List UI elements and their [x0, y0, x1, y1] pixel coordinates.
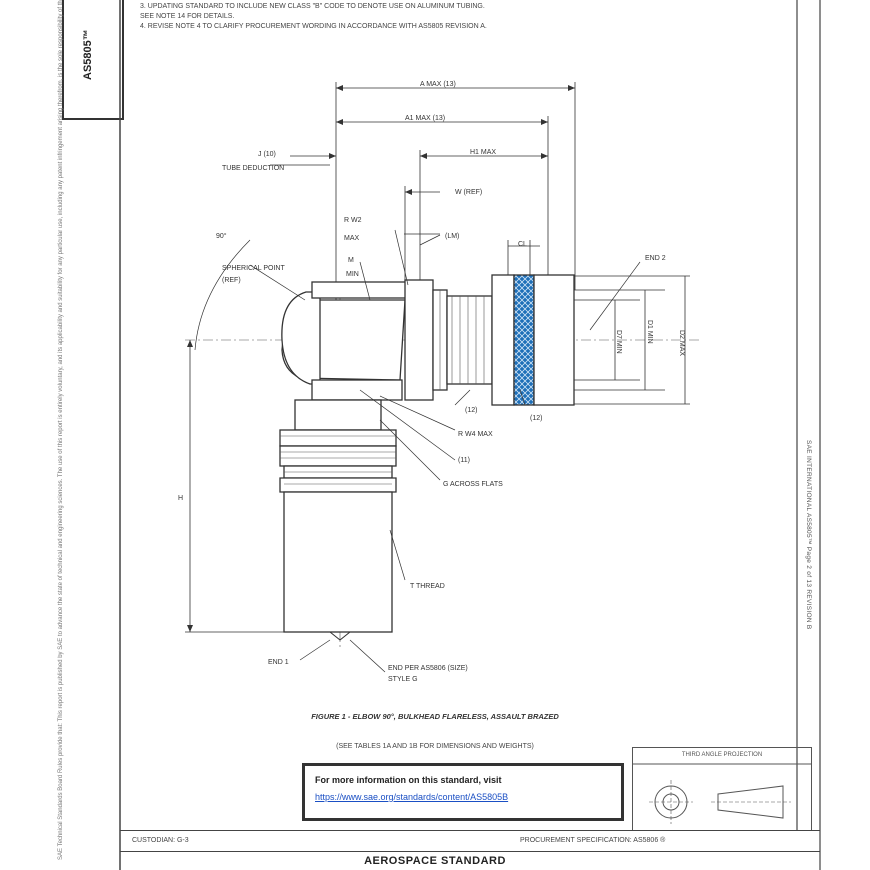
label-ref: (REF): [222, 277, 241, 284]
custodian-label: CUSTODIAN: G-3: [132, 837, 189, 844]
label-spherical-point: SPHERICAL POINT: [222, 265, 285, 272]
dim-h: H: [178, 495, 183, 502]
projection-title: THIRD ANGLE PROJECTION: [681, 752, 763, 758]
label-end-2: END 2: [645, 255, 666, 262]
dim-m: M: [348, 257, 354, 264]
label-end-per: END PER AS5806 (SIZE): [388, 665, 468, 672]
label-tube-deduction: TUBE DEDUCTION: [222, 165, 284, 172]
dim-max: MAX: [344, 235, 360, 242]
third-angle-projection-box: THIRD ANGLE PROJECTION: [632, 747, 812, 831]
dim-d1-min: D1 MIN: [646, 320, 653, 344]
table-reference: (SEE TABLES 1A AND 1B FOR DIMENSIONS AND…: [336, 743, 534, 750]
title-block-bar: CUSTODIAN: G-3 PROCUREMENT SPECIFICATION…: [120, 830, 820, 852]
aerospace-standard-title: AEROSPACE STANDARD: [364, 855, 506, 867]
label-t-thread: T THREAD: [410, 583, 445, 590]
info-box: For more information on this standard, v…: [302, 763, 624, 821]
projection-symbol-icon: [633, 763, 811, 824]
procurement-spec-label: PROCUREMENT SPECIFICATION: AS5806 ®: [520, 837, 666, 844]
label-twelve-a: (12): [465, 407, 477, 414]
dim-a-max: A MAX (13): [420, 81, 456, 88]
dim-d2-max: D2 MAX: [678, 330, 685, 356]
revision-notes: 3. UPDATING STANDARD TO INCLUDE NEW CLAS…: [140, 2, 487, 32]
standard-number-box: [62, 0, 124, 120]
dim-w-ref: W (REF): [455, 189, 482, 196]
dim-j: J (10): [258, 151, 276, 158]
label-style: STYLE G: [388, 676, 418, 683]
dim-r-w4-max: R W4 MAX: [458, 431, 493, 438]
dim-h1-max: H1 MAX: [470, 149, 496, 156]
dim-a1-max: A1 MAX (13): [405, 115, 445, 122]
info-box-title: For more information on this standard, v…: [315, 775, 502, 785]
note-line: 4. REVISE NOTE 4 TO CLARIFY PROCUREMENT …: [140, 23, 487, 30]
dim-min: MIN: [346, 271, 359, 278]
dim-cl: CL: [518, 241, 527, 248]
note-line: SEE NOTE 14 FOR DETAILS.: [140, 13, 235, 20]
label-twelve-b: (12): [530, 415, 542, 422]
note-line: 3. UPDATING STANDARD TO INCLUDE NEW CLAS…: [140, 3, 485, 10]
standard-link[interactable]: https://www.sae.org/standards/content/AS…: [315, 792, 509, 802]
dim-r-w2: R W2: [344, 217, 362, 224]
dim-d7-min: D7 MIN: [615, 330, 622, 354]
label-end-1: END 1: [268, 659, 289, 666]
label-g-across-flats: G ACROSS FLATS: [443, 481, 503, 488]
label-eleven: (11): [458, 457, 470, 464]
dim-lm: (LM): [445, 233, 459, 240]
label-ninety-degrees: 90°: [216, 232, 227, 240]
figure-caption: FIGURE 1 - ELBOW 90°, BULKHEAD FLARELESS…: [311, 712, 559, 721]
